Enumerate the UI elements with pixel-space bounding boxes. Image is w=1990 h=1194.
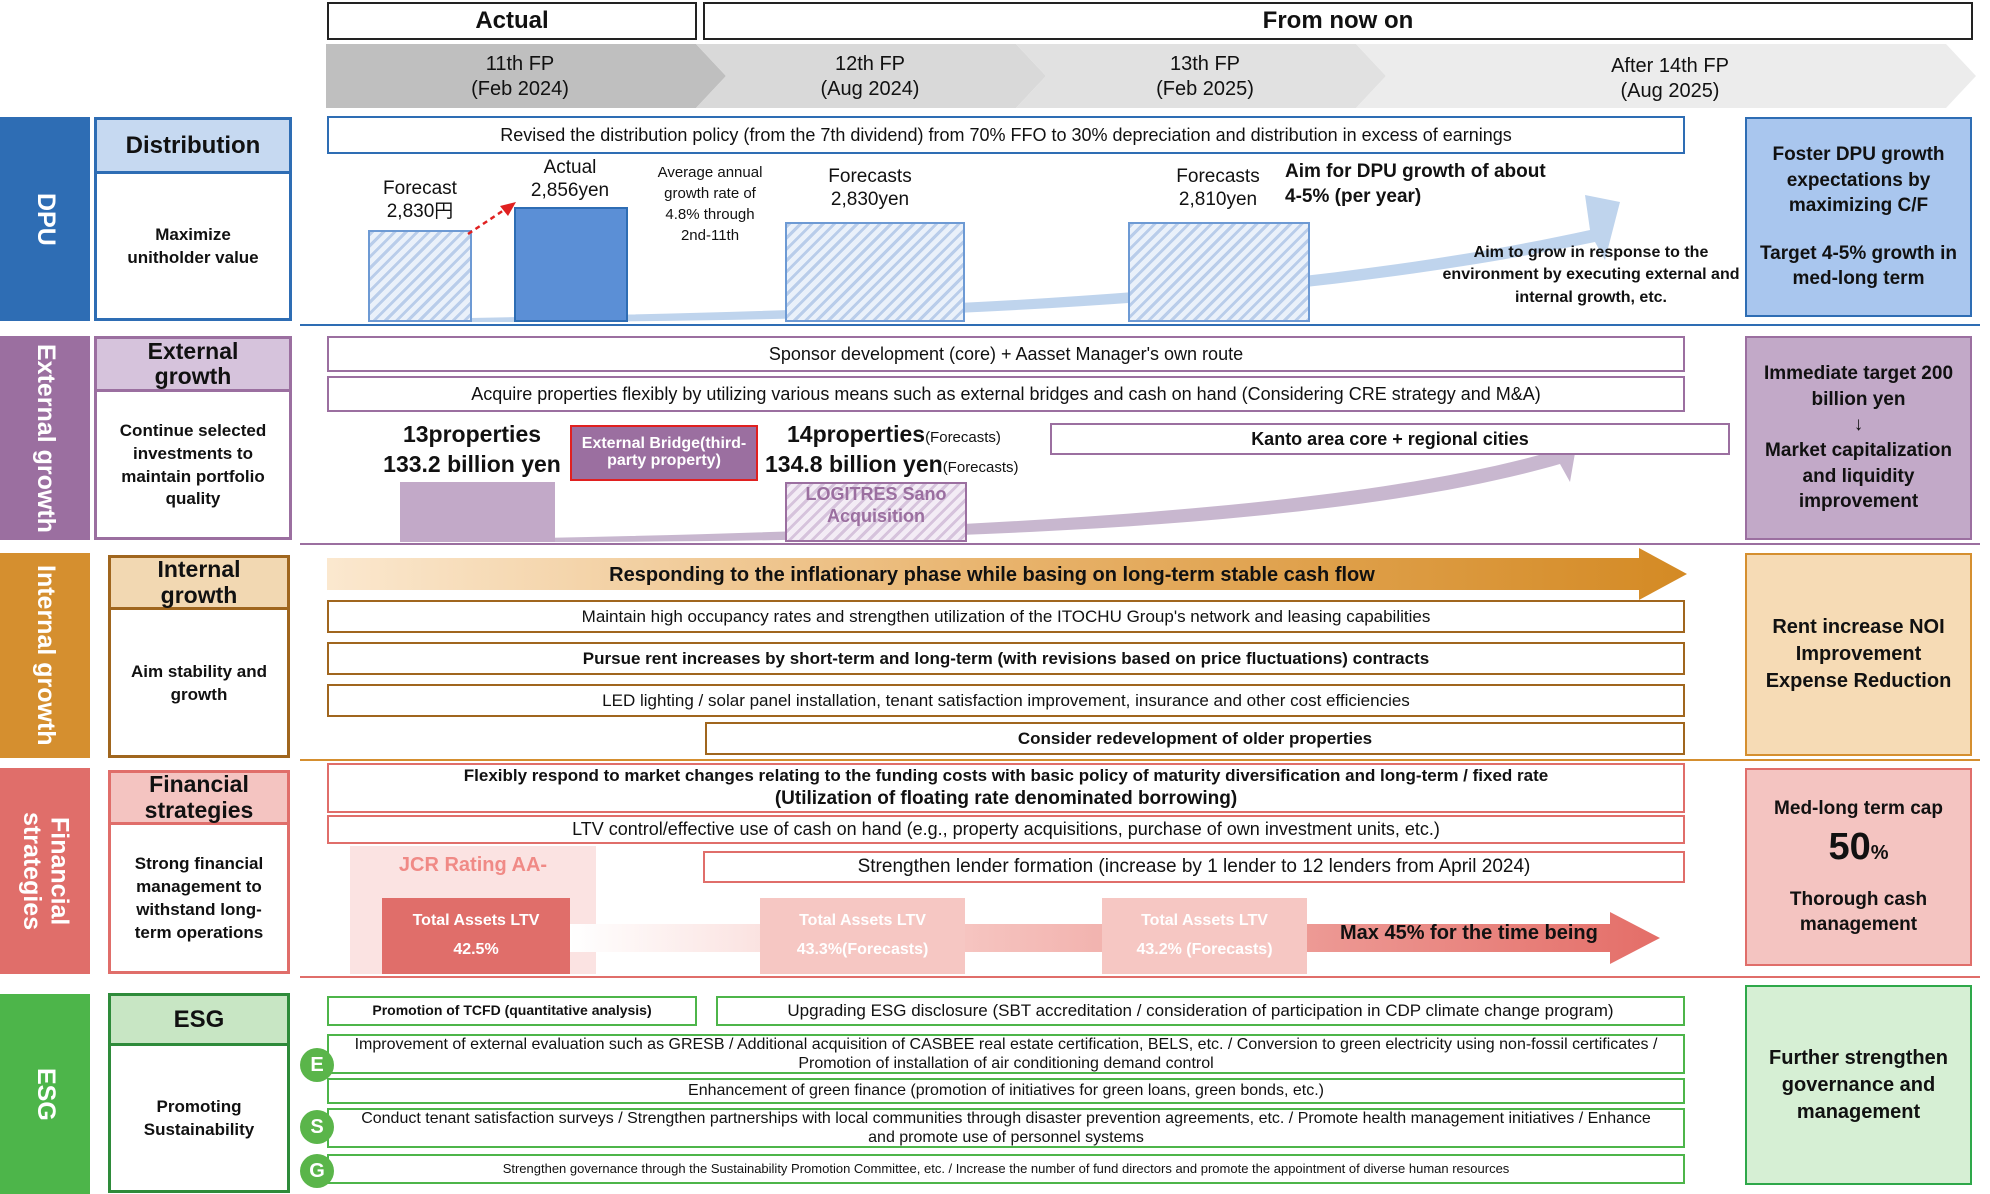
- external-subtitle: Continue selected investments to maintai…: [119, 420, 267, 509]
- dpu-bar-13th: [1128, 222, 1310, 322]
- external-growth-arrow: [540, 424, 1580, 542]
- financial-target: Med-long term cap 50% Thorough cash mana…: [1745, 768, 1972, 966]
- financial-title: Financial strategies: [111, 772, 287, 825]
- internal-row4: Consider redevelopment of older properti…: [705, 722, 1685, 755]
- dpu-side-label: DPU: [0, 117, 90, 321]
- esg-e1: Improvement of external evaluation such …: [327, 1034, 1685, 1074]
- financial-category-frame: [108, 770, 290, 974]
- internal-title: Internal growth: [111, 557, 287, 610]
- esg-disclosure: Upgrading ESG disclosure (SBT accreditat…: [716, 996, 1685, 1026]
- financial-rating: JCR Rating AA-: [398, 853, 548, 876]
- esg-subtitle: Promoting Sustainability: [143, 1097, 255, 1139]
- external-bridge: External Bridge(third-party property): [570, 425, 758, 481]
- external-side-label: External growth: [0, 336, 90, 540]
- internal-subtitle: Aim stability and growth: [130, 661, 268, 704]
- financial-row1: Flexibly respond to market changes relat…: [327, 763, 1685, 813]
- esg-s-badge: S: [300, 1110, 334, 1144]
- external-kanto: Kanto area core + regional cities: [1050, 423, 1730, 455]
- actual-header: Actual: [327, 2, 697, 40]
- dpu-bar-forecast: [368, 230, 472, 322]
- dpu-subtitle: Maximize unitholder value: [127, 225, 259, 267]
- esg-e2: Enhancement of green finance (promotion …: [327, 1078, 1685, 1104]
- external-target: Immediate target 200 billion yen↓Market …: [1745, 336, 1972, 540]
- financial-side-label: Financial strategies: [0, 768, 90, 974]
- dpu-aim-env: Aim to grow in response to the environme…: [1442, 244, 1740, 306]
- internal-row1: Maintain high occupancy rates and streng…: [327, 600, 1685, 633]
- esg-s1: Conduct tenant satisfaction surveys / St…: [327, 1108, 1685, 1148]
- esg-e-badge: E: [300, 1048, 334, 1082]
- dpu-title: Distribution: [97, 120, 289, 174]
- internal-row3: LED lighting / solar panel installation,…: [327, 684, 1685, 717]
- dpu-growth-note: Average annual growth rate of 4.8% throu…: [657, 164, 763, 244]
- financial-subtitle: Strong financial management to withstand…: [134, 854, 264, 942]
- external-logitres: LOGITRES Sano Acquisition: [785, 482, 967, 542]
- esg-tcfd: Promotion of TCFD (quantitative analysis…: [327, 996, 697, 1026]
- esg-g1: Strengthen governance through the Sustai…: [327, 1154, 1685, 1184]
- internal-category-frame: [108, 555, 290, 758]
- dpu-aim-growth: Aim for DPU growth of about 4-5% (per ye…: [1285, 161, 1546, 207]
- dpu-bar-actual: [514, 207, 628, 322]
- period-12: 12th FP(Aug 2024): [820, 53, 920, 100]
- external-separator: [300, 543, 1980, 545]
- external-title: External growth: [97, 338, 289, 392]
- esg-side-label: ESG: [0, 994, 90, 1194]
- financial-max-note: Max 45% for the time being: [1340, 922, 1598, 944]
- internal-arrow-text: Responding to the inflationary phase whi…: [609, 563, 1375, 586]
- external-row1: Sponsor development (core) + Aasset Mana…: [327, 336, 1685, 372]
- dpu-red-arrow: [467, 202, 516, 236]
- financial-separator: [300, 976, 1980, 978]
- dpu-separator: [300, 324, 1980, 326]
- dpu-target: Foster DPU growth expectations by maximi…: [1745, 117, 1972, 317]
- internal-arrow: [327, 548, 1687, 600]
- esg-g-badge: G: [300, 1154, 334, 1188]
- dpu-category-frame: [94, 117, 292, 321]
- dpu-policy: Revised the distribution policy (from th…: [327, 116, 1685, 154]
- dpu-bar-12th: [785, 222, 965, 322]
- external-category-frame: [94, 336, 292, 540]
- internal-side-label: Internal growth: [0, 553, 90, 758]
- period-13: 13th FP(Feb 2025): [1156, 53, 1254, 100]
- internal-row2: Pursue rent increases by short-term and …: [327, 642, 1685, 675]
- external-future: 14properties(Forecasts) 134.8 billion ye…: [765, 421, 1019, 477]
- internal-separator: [300, 759, 1980, 761]
- external-row2: Acquire properties flexibly by utilizing…: [327, 376, 1685, 412]
- timeline-chevrons: [326, 44, 1976, 108]
- internal-target: Rent increase NOI Improvement Expense Re…: [1745, 553, 1972, 756]
- esg-title: ESG: [111, 996, 287, 1046]
- external-bar-current: [400, 482, 555, 542]
- period-11: 11th FP(Feb 2024): [471, 53, 569, 100]
- esg-target: Further strengthen governance and manage…: [1745, 985, 1972, 1185]
- from-now-on-header: From now on: [703, 2, 1973, 40]
- financial-row3: Strengthen lender formation (increase by…: [703, 851, 1685, 883]
- financial-row2: LTV control/effective use of cash on han…: [327, 815, 1685, 844]
- period-14: After 14th FP(Aug 2025): [1611, 55, 1729, 102]
